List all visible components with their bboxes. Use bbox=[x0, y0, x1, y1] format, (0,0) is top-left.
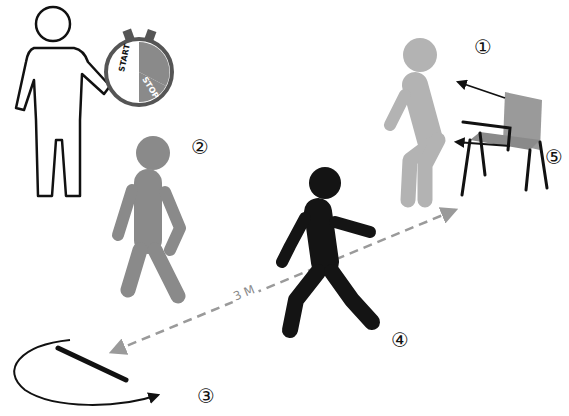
stopwatch bbox=[106, 29, 172, 105]
callout-number: ② bbox=[191, 137, 209, 157]
distance-label: 3 M bbox=[228, 281, 259, 305]
returning-person bbox=[282, 167, 372, 330]
back-arrow bbox=[458, 82, 505, 98]
callout-number: ③ bbox=[197, 386, 215, 406]
timer-person bbox=[16, 7, 110, 196]
walk-path bbox=[112, 210, 455, 352]
seat-arrow bbox=[456, 142, 510, 146]
callout-number: ⑤ bbox=[545, 147, 563, 167]
walking-person bbox=[118, 136, 180, 296]
turn-marker bbox=[14, 340, 158, 405]
callout-number: ① bbox=[474, 37, 492, 57]
callout-number: ④ bbox=[391, 330, 409, 350]
seated-person bbox=[390, 38, 438, 200]
